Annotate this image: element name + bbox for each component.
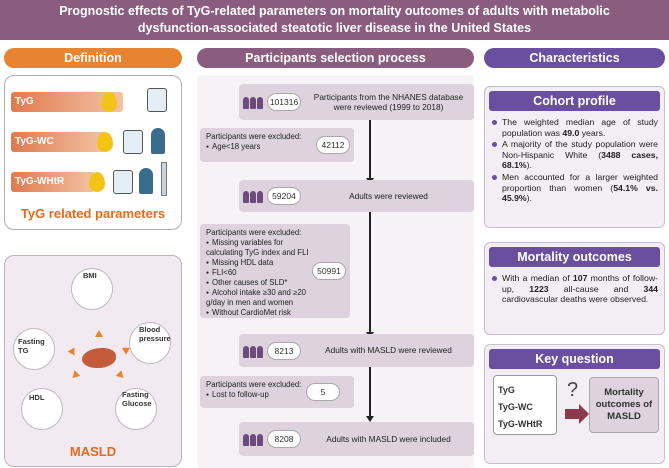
param-label: TyG-WHtR — [498, 419, 543, 429]
step-count: 59204 — [267, 187, 301, 205]
exclusion-title: Participants were excluded: — [206, 380, 302, 389]
tyg-whtr-row: TyG-WHtR — [11, 172, 95, 192]
exclusion-item: Age<18 years — [206, 142, 354, 152]
exclusion-count: 50991 — [312, 262, 346, 280]
lab-report-icon — [147, 88, 167, 112]
step-text: Adults were reviewed — [349, 191, 428, 201]
step-text: Adults with MASLD were included — [326, 434, 451, 444]
flow-arrow-icon — [366, 416, 374, 422]
hdl-label: HDL — [29, 393, 45, 402]
exclusion-item: Without CardioMet risk — [206, 308, 312, 318]
figure-title: Prognostic effects of TyG-related parame… — [0, 0, 669, 40]
exclusion-item: Other causes of SLD* — [206, 278, 312, 288]
arrow-down-right-icon — [115, 370, 127, 381]
blood-pressure-icon — [129, 322, 171, 364]
height-person-icon — [139, 168, 153, 194]
cohort-bullet: Men accounted for a larger weighted prop… — [491, 172, 658, 204]
step-text: Adults with MASLD were reviewed — [325, 345, 452, 355]
fat-drop-icon — [97, 132, 113, 152]
step-text: Participants from the NHANES database we… — [313, 92, 464, 112]
step-count: 8208 — [267, 430, 301, 448]
height-ruler-icon — [161, 162, 167, 196]
step-box: 8213 Adults with MASLD were reviewed — [239, 334, 474, 367]
tyg-parameters-panel: TyG TyG-WC TyG-WHtR TyG related paramete… — [4, 75, 182, 230]
cohort-bullet: A majority of the study population were … — [491, 139, 658, 171]
fat-drop-icon — [101, 92, 117, 112]
tyg-caption: TyG related parameters — [20, 206, 166, 221]
tyg-wc-row: TyG-WC — [11, 132, 106, 152]
question-mark-icon: ? — [567, 379, 579, 401]
definition-header: Definition — [4, 48, 182, 68]
step-box: 101316 Participants from the NHANES data… — [239, 84, 474, 120]
cohort-profile-title: Cohort profile — [489, 91, 660, 111]
people-icon — [243, 432, 263, 446]
key-question-panel: Key question TyG TyG-WC TyG-WHtR ? Morta… — [484, 344, 665, 464]
people-icon — [243, 344, 263, 358]
cohort-profile-panel: Cohort profile The weighted median age o… — [484, 86, 665, 228]
fasting-tg-label: Fasting TG — [18, 337, 45, 355]
mortality-outcomes-title: Mortality outcomes — [489, 247, 660, 267]
key-question-params: TyG TyG-WC TyG-WHtR — [493, 375, 557, 435]
lab-report-icon — [113, 170, 133, 194]
selection-header: Participants selection process — [197, 48, 474, 68]
exclusion-item: Lost to follow-up — [206, 390, 354, 400]
title-line-1: Prognostic effects of TyG-related parame… — [59, 4, 610, 18]
mortality-outcomes-panel: Mortality outcomes With a median of 107 … — [484, 242, 665, 335]
glucose-meter-icon — [115, 388, 157, 430]
step-box: 59204 Adults were reviewed — [239, 180, 474, 212]
cohort-bullet: The weighted median age of study populat… — [491, 117, 658, 138]
characteristics-header: Characteristics — [484, 48, 665, 68]
flow-line — [369, 367, 371, 417]
title-line-2: dysfunction-associated steatotic liver d… — [137, 21, 532, 35]
hdl-vessel-icon — [21, 388, 63, 430]
mortality-bullet: With a median of 107 months of follow-up… — [491, 273, 658, 305]
liver-icon — [82, 348, 116, 368]
exclusion-title: Participants were excluded: — [206, 228, 302, 237]
bmi-label: BMI — [83, 271, 97, 280]
exclusion-box: Participants were excluded: Missing vari… — [200, 224, 350, 318]
step-box: 8208 Adults with MASLD were included — [239, 422, 474, 456]
step-count: 8213 — [267, 341, 301, 360]
exclusion-count: 42112 — [316, 136, 350, 154]
arrow-right-icon — [565, 404, 589, 424]
flow-line — [369, 120, 371, 180]
exclusion-box: Participants were excluded: Lost to foll… — [200, 376, 354, 408]
arrow-left-icon — [67, 347, 75, 356]
exclusion-count: 5 — [306, 383, 340, 401]
exclusion-item: Missing variables for calculating TyG in… — [206, 238, 312, 258]
param-label: TyG — [498, 385, 515, 395]
bmi-scale-icon — [71, 268, 113, 310]
fat-drop-icon — [89, 172, 105, 192]
masld-panel: BMI Fasting TG Blood pressure HDL Fastin… — [4, 255, 182, 467]
step-count: 101316 — [267, 93, 301, 111]
key-question-outcome: Mortality outcomes of MASLD — [589, 377, 659, 433]
waist-person-icon — [151, 128, 165, 154]
param-label: TyG-WC — [498, 402, 533, 412]
exclusion-item: Alcohol intake ≥30 and ≥20 g/day in men … — [206, 288, 312, 308]
exclusion-title: Participants were excluded: — [206, 132, 302, 141]
exclusion-box: Participants were excluded: Age<18 years… — [200, 128, 354, 162]
exclusion-item: Missing HDL data — [206, 258, 312, 268]
people-icon — [243, 95, 263, 109]
fasting-tg-icon — [13, 328, 55, 370]
flow-line — [369, 212, 371, 334]
key-question-title: Key question — [489, 349, 660, 369]
blood-pressure-label: Blood pressure — [139, 325, 171, 343]
arrow-down-left-icon — [69, 370, 81, 381]
fasting-glucose-label: Fasting Glucose — [122, 390, 152, 408]
tyg-row: TyG — [11, 92, 123, 112]
masld-title: MASLD — [69, 444, 117, 459]
lab-report-icon — [123, 130, 143, 154]
people-icon — [243, 189, 263, 203]
arrow-up-icon — [95, 330, 103, 337]
exclusion-item: FLI<60 — [206, 268, 312, 278]
